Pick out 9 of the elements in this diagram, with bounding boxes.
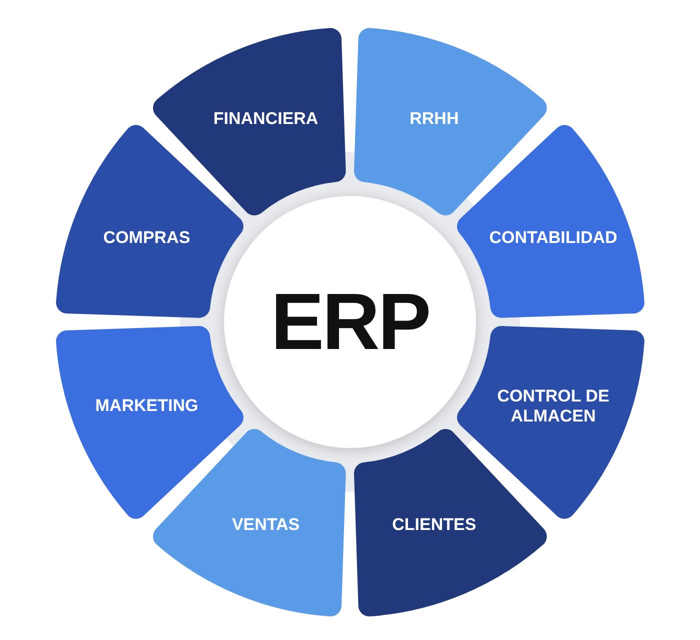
segment-label: RRHH — [410, 108, 459, 128]
segment-label: CONTABILIDAD — [489, 228, 618, 248]
segment-label: CLIENTES — [392, 515, 476, 536]
segment-label: MARKETING — [95, 396, 198, 416]
segment-label: CONTROL DE ALMACEN — [496, 386, 610, 426]
hub-label: ERP — [270, 276, 430, 368]
segment-label: VENTAS — [232, 515, 300, 536]
segment-label: FINANCIERA — [213, 108, 318, 128]
segment-label: COMPRAS — [103, 228, 190, 248]
